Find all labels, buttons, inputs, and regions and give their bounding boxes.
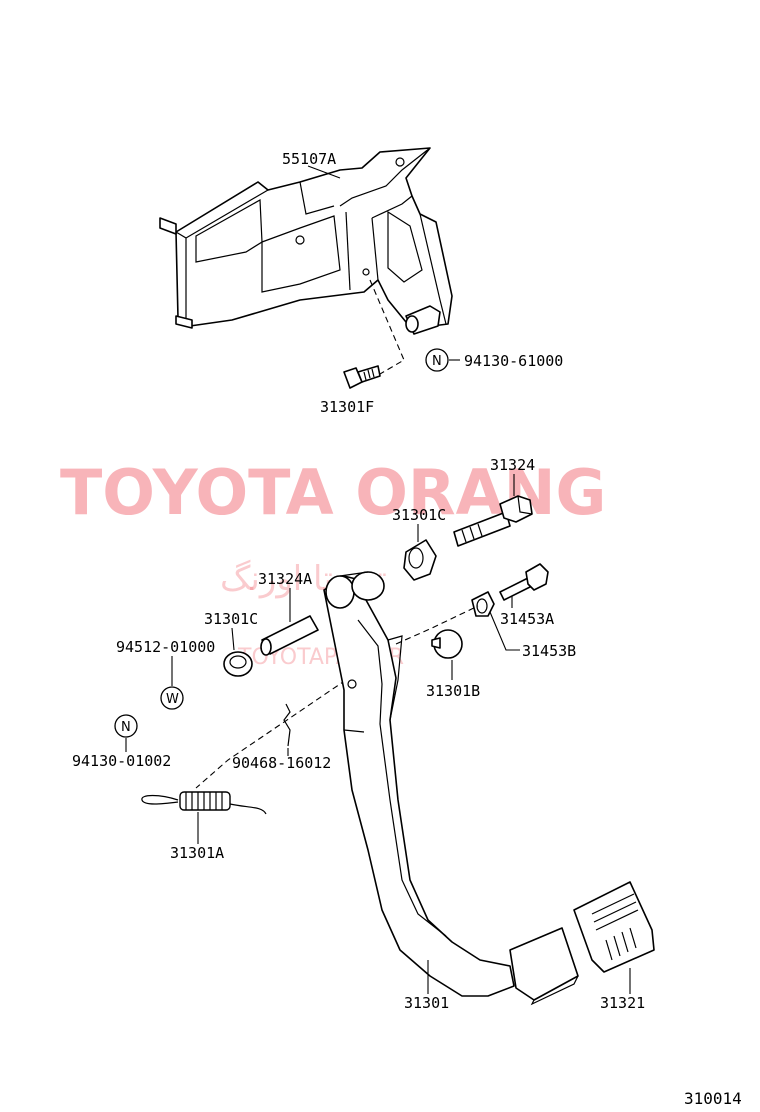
label-bushing-top: 31301C: [392, 506, 446, 524]
label-small-bolt: 31453A: [500, 610, 554, 628]
pedal-bracket-drawing: [159, 147, 453, 335]
label-bracket-bolt: 31301F: [320, 398, 374, 416]
return-spring-drawing: [141, 791, 267, 815]
label-clip: 90468-16012: [232, 754, 331, 772]
nut-symbol-letter: N: [432, 354, 442, 369]
label-collar: 31324A: [258, 570, 312, 588]
small-bolt-drawing: [499, 563, 549, 601]
label-bracket: 55107A: [282, 150, 336, 168]
pedal-pad-base-drawing: [509, 927, 579, 1006]
washer-symbol-icon: [160, 686, 184, 710]
leader-cushion: [489, 611, 520, 651]
assembly-line-stopper: [395, 605, 479, 645]
nut-symbol-icon: [425, 348, 449, 372]
stopper-drawing: [431, 629, 463, 659]
pivot-bolt-drawing: [453, 495, 533, 547]
pedal-pad-drawing: [573, 881, 655, 973]
label-pedal-pad: 31321: [600, 994, 645, 1012]
label-pedal-arm: 31301: [404, 994, 449, 1012]
assembly-line-bracket: [369, 279, 405, 375]
nut-left-symbol-letter: N: [121, 720, 131, 735]
cushion-drawing: [471, 591, 495, 617]
label-stopper: 31301B: [426, 682, 480, 700]
label-washer: 94512-01000: [116, 638, 215, 656]
label-pivot-bolt: 31324: [490, 456, 535, 474]
label-cushion: 31453B: [522, 642, 576, 660]
label-bushing-left: 31301C: [204, 610, 258, 628]
pedal-arm-drawing: [323, 571, 515, 997]
assembly-line-spring: [195, 679, 347, 789]
leader-bracket: [307, 165, 341, 179]
figure-code: 310014: [684, 1089, 742, 1108]
bracket-bolt-drawing: [343, 365, 381, 389]
washer-symbol-letter: W: [166, 692, 179, 707]
collar-drawing: [260, 615, 319, 656]
clip-drawing: [283, 703, 291, 747]
label-nut-bracket: 94130-61000: [464, 352, 563, 370]
label-spring: 31301A: [170, 844, 224, 862]
leader-bushing-left: [231, 627, 235, 651]
bushing-left-drawing: [223, 651, 253, 677]
label-nut-left: 94130-01002: [72, 752, 171, 770]
nut-left-symbol-icon: [114, 714, 138, 738]
bushing-top-drawing: [403, 539, 437, 581]
